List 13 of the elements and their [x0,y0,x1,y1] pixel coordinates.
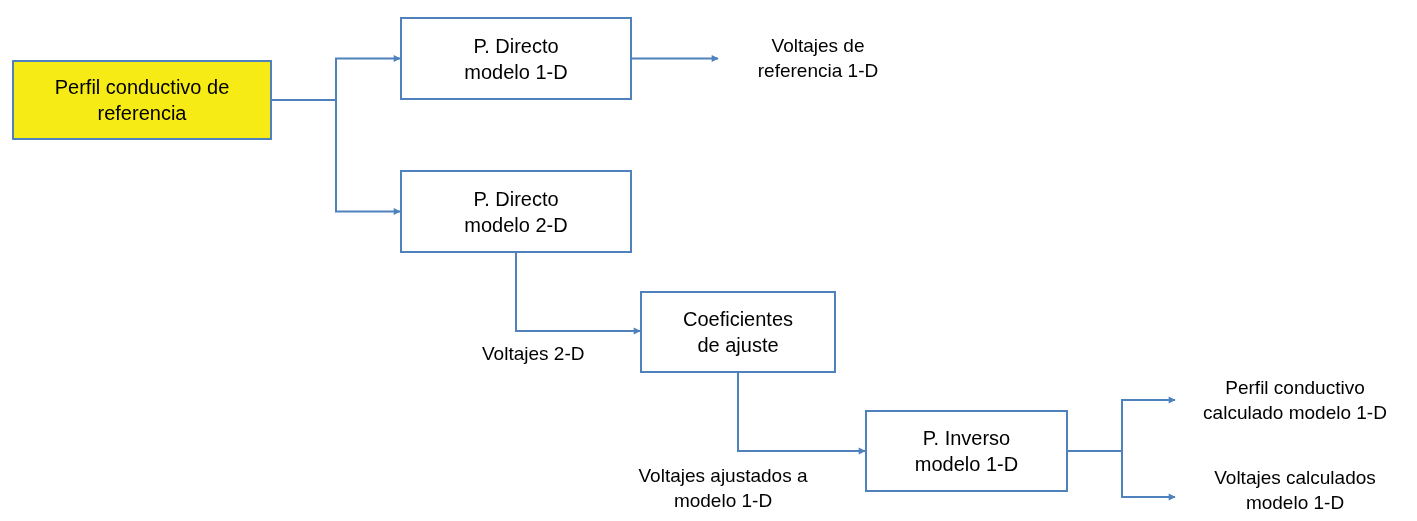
process-box: Perfil conductivo de referencia [12,60,272,140]
arrow [271,99,401,215]
output-text: Voltajes de referencia 1-D [718,28,918,90]
arrow [631,55,719,62]
arrow [515,252,641,335]
arrow [737,372,866,455]
process-box: P. Inverso modelo 1-D [865,410,1068,492]
output-text: Perfil conductivo calculado modelo 1-D [1175,370,1415,432]
process-box: P. Directo modelo 1-D [400,17,632,100]
arrow [1067,450,1176,501]
process-box: P. Directo modelo 2-D [400,170,632,253]
process-box: Coeficientes de ajuste [640,291,836,373]
output-text: Voltajes calculados modelo 1-D [1175,462,1415,520]
